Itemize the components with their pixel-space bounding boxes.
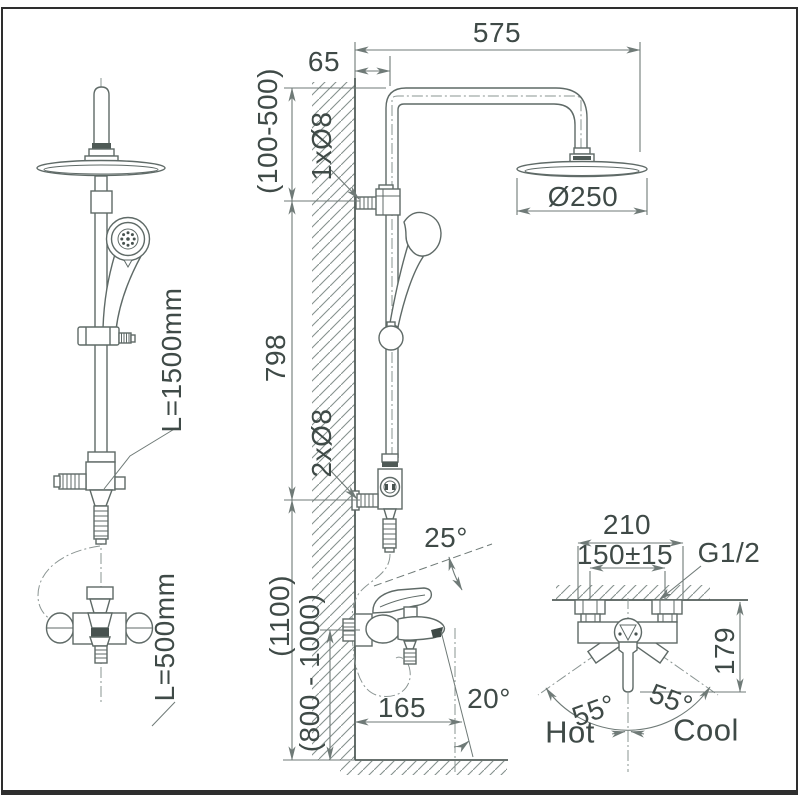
dim-body-height: 179 <box>709 626 740 676</box>
dim-install-height: (800 - 1000) <box>294 593 325 753</box>
bath-mixer-side <box>342 587 446 665</box>
front-view-dimensions <box>283 42 648 761</box>
side-diverter <box>87 451 116 463</box>
inlet-left <box>574 599 606 615</box>
dim-handle-angle: 25° <box>424 522 468 553</box>
floor-hatching <box>340 761 507 775</box>
side-slider-bracket <box>77 326 120 346</box>
dim-overall-height: (1100) <box>264 575 295 657</box>
rain-shower-head <box>516 160 648 178</box>
leader-1xO8 <box>330 169 360 200</box>
dim-wall-offset: 65 <box>307 46 341 77</box>
inlet-right <box>651 599 683 615</box>
dim-arm-length: 575 <box>472 17 522 48</box>
dim-head-diameter: Ø250 <box>547 181 619 212</box>
detail-wall-hatching <box>556 585 710 600</box>
valve-outlet <box>618 641 638 693</box>
side-top-pipe <box>93 86 110 149</box>
dim-rail-length: 798 <box>260 333 291 383</box>
dim-escutcheon-width: 210 <box>602 509 652 540</box>
hand-shower-grip <box>389 243 424 329</box>
leader-2xO8 <box>330 470 358 500</box>
mixer-lever <box>372 587 433 614</box>
side-shower-head <box>36 159 166 177</box>
label-mixer-hose-length: L=500mm <box>149 572 180 702</box>
dim-inlet-spacing: 150±15 <box>576 539 674 570</box>
swing-arc <box>545 686 711 731</box>
side-mixer <box>45 586 154 664</box>
label-top-fixing: 1xØ8 <box>306 111 337 181</box>
shower-hose <box>351 553 411 697</box>
side-view <box>36 78 177 727</box>
hose-length-leader <box>103 427 177 490</box>
shower-arm-inner <box>397 103 576 458</box>
dim-spout-reach: 165 <box>377 692 427 723</box>
front-view <box>312 78 648 775</box>
label-hose-length: L=1500mm <box>156 287 187 433</box>
slider-knob <box>378 325 404 351</box>
mixer-hose-leader <box>151 701 176 727</box>
mixer-detail <box>537 539 748 772</box>
shower-arm-outer <box>385 87 588 458</box>
leader-G12 <box>658 565 702 601</box>
upper-bracket <box>375 188 401 216</box>
lower-bracket-screw <box>356 493 379 508</box>
hand-shower-head <box>403 211 442 257</box>
label-thread-size: G1/2 <box>697 537 761 568</box>
dim-spout-angle: 20° <box>467 683 511 714</box>
label-hot: Hot <box>545 714 595 750</box>
label-bottom-fixing: 2xØ8 <box>306 408 337 478</box>
side-hand-shower-grip <box>102 253 143 331</box>
dim-bracket-range: (100-500) <box>252 68 283 194</box>
label-cool: Cool <box>673 712 739 748</box>
